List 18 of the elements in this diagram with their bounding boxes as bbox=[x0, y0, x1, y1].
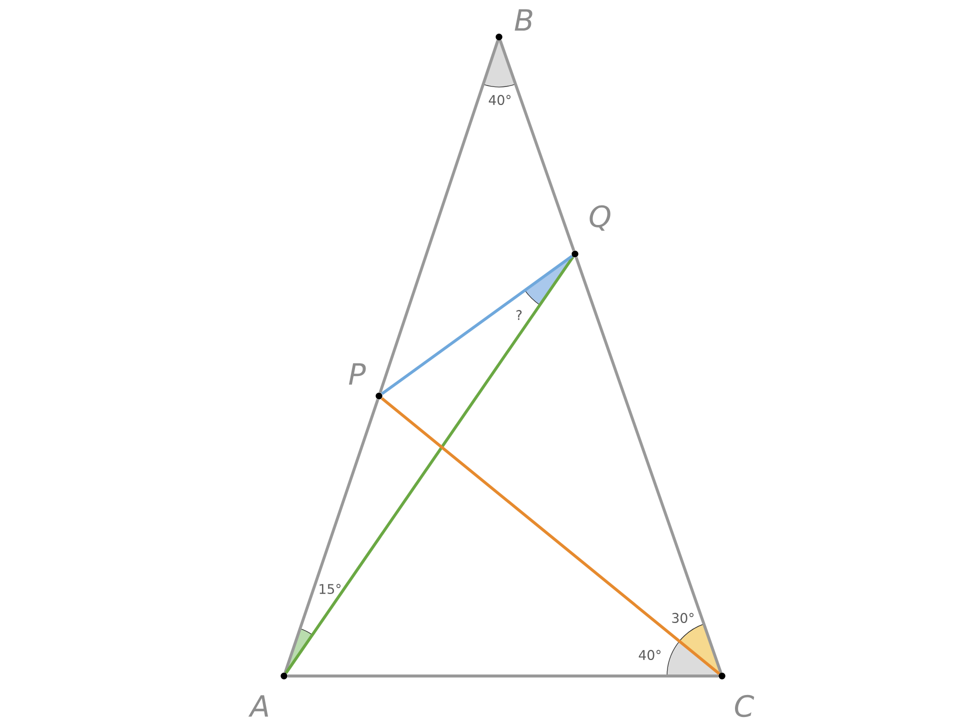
angle-label: 30° bbox=[672, 612, 694, 624]
line-segment bbox=[284, 256, 574, 674]
point-label: B bbox=[514, 9, 532, 31]
line-segment bbox=[498, 40, 576, 252]
point-label: P bbox=[348, 363, 366, 385]
line-segment bbox=[288, 674, 718, 678]
line-segment bbox=[378, 40, 500, 394]
angle-label: 40° bbox=[638, 650, 661, 660]
point-label: Q bbox=[590, 205, 610, 231]
point-label: A bbox=[248, 695, 268, 717]
angle-label: 40° bbox=[488, 94, 511, 106]
line-segment bbox=[380, 397, 720, 675]
line-segment bbox=[284, 398, 380, 674]
point-label: C bbox=[735, 694, 754, 718]
angle-label: ? bbox=[516, 310, 522, 320]
line-segment bbox=[574, 256, 722, 674]
angle-label: 15° bbox=[320, 584, 341, 594]
line-segment bbox=[381, 254, 573, 396]
